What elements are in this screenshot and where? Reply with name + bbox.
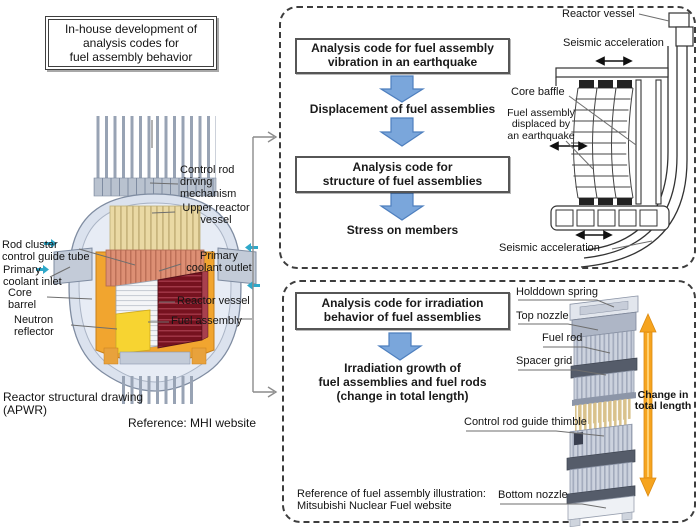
- flow-arrow-1: [378, 75, 426, 103]
- code-box-structure: Analysis code for structure of fuel asse…: [295, 156, 510, 193]
- label-fuel-rod: Fuel rod: [542, 332, 583, 344]
- code-box-vibration: Analysis code for fuel assembly vibratio…: [295, 38, 510, 74]
- change-in-length-arrow: [639, 313, 657, 497]
- label-reactor-vessel-left: Reactor vessel: [177, 295, 250, 307]
- label-primary-coolant-outlet: Primary coolant outlet: [186, 250, 252, 274]
- fuel-assembly-reference: Reference of fuel assembly illustration:…: [297, 488, 486, 512]
- output-stress: Stress on members: [346, 223, 459, 237]
- output-displacement: Displacement of fuel assemblies: [309, 102, 496, 116]
- vibration-analysis-panel: [279, 6, 696, 269]
- schematic-leader-lines: [565, 13, 670, 250]
- connector-bracket: [252, 131, 278, 398]
- reactor-leader-lines: [46, 182, 252, 330]
- flow-arrow-3: [379, 192, 425, 221]
- assembly-nozzle-caps: [579, 80, 632, 205]
- output-irradiation-growth: Irradiation growth of fuel assemblies an…: [318, 361, 487, 403]
- label-reactor-vessel-schematic: Reactor vessel: [562, 8, 635, 20]
- label-core-baffle: Core baffle: [511, 86, 565, 98]
- label-neutron-reflector: Neutron reflector: [14, 314, 54, 338]
- page-title: In-house development of analysis codes f…: [48, 19, 214, 68]
- label-change-in-total-length: Change in total length: [634, 389, 692, 413]
- label-rod-cluster-control-guide-tube: Rod cluster control guide tube: [2, 239, 90, 263]
- label-fuel-assembly-displaced: Fuel assembly displaced by an earthquake: [507, 107, 575, 142]
- earthquake-schematic: [549, 12, 694, 268]
- flow-arrow-2: [379, 117, 425, 147]
- label-spacer-grid: Spacer grid: [516, 355, 573, 367]
- label-holddown-spring: Holddown spring: [516, 286, 598, 298]
- label-primary-coolant-inlet: Primary coolant inlet: [3, 264, 62, 288]
- assembly-leader-lines: [466, 299, 615, 509]
- label-bottom-nozzle: Bottom nozzle: [498, 489, 568, 501]
- irradiation-analysis-panel: [282, 280, 696, 523]
- label-seismic-acceleration-bottom: Seismic acceleration: [499, 242, 600, 254]
- label-fuel-assembly-left: Fuel assembly: [171, 315, 242, 327]
- fuel-assembly-illustration: [466, 295, 657, 527]
- flow-arrow-4: [377, 332, 423, 361]
- label-upper-reactor-vessel: Upper reactor vessel: [182, 202, 250, 226]
- label-seismic-acceleration-top: Seismic acceleration: [563, 37, 664, 49]
- label-control-rod-guide-thimble: Control rod guide thimble: [464, 416, 587, 428]
- mhi-reference: Reference: MHI website: [128, 416, 257, 430]
- label-control-rod-driving-mechanism: Control rod driving mechanism: [180, 164, 237, 200]
- label-top-nozzle: Top nozzle: [516, 310, 569, 322]
- flow-arrows: [377, 75, 426, 361]
- reactor-drawing-caption: Reactor structural drawing (APWR): [3, 390, 144, 417]
- label-core-barrel: Core barrel: [8, 287, 37, 311]
- code-box-irradiation: Analysis code for irradiation behavior o…: [295, 292, 510, 330]
- reactor-illustration: [36, 116, 260, 404]
- seismic-arrows: [549, 56, 633, 240]
- title-box: In-house development of analysis codes f…: [45, 16, 217, 71]
